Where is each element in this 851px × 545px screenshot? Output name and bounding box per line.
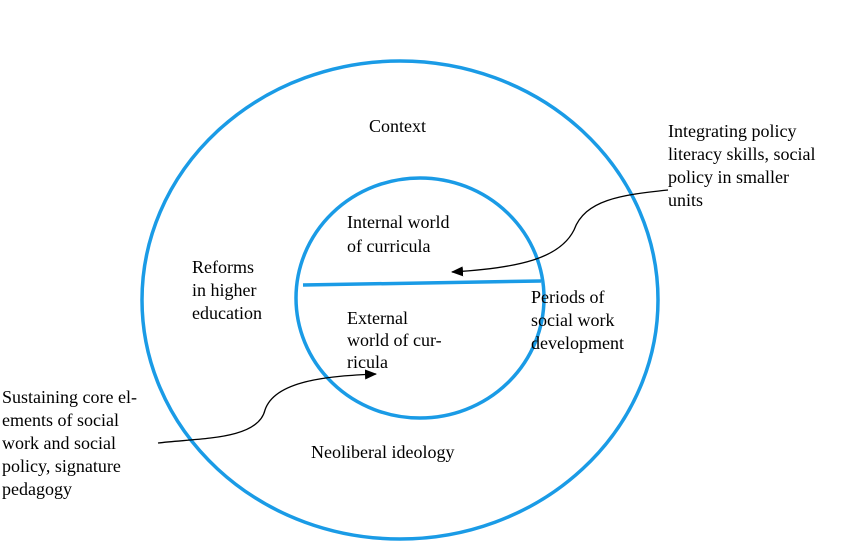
arrow-integrating <box>451 189 669 277</box>
label-context: Context <box>369 116 426 136</box>
outer-circle-context <box>140 59 660 541</box>
label-reforms: Reforms in higher education <box>192 257 262 323</box>
label-sustaining: Sustaining core el- ements of social wor… <box>2 387 137 499</box>
label-periods: Periods of social work development <box>531 287 624 353</box>
label-internal-world: Internal world of curricula <box>347 212 450 256</box>
divider-line <box>302 279 542 287</box>
label-integrating: Integrating policy literacy skills, soci… <box>668 121 816 210</box>
inner-circle-curricula <box>294 176 546 420</box>
label-neoliberal: Neoliberal ideology <box>311 442 455 462</box>
label-external-world: External world of cur- ricula <box>347 308 442 372</box>
arrow-sustaining <box>157 369 377 444</box>
